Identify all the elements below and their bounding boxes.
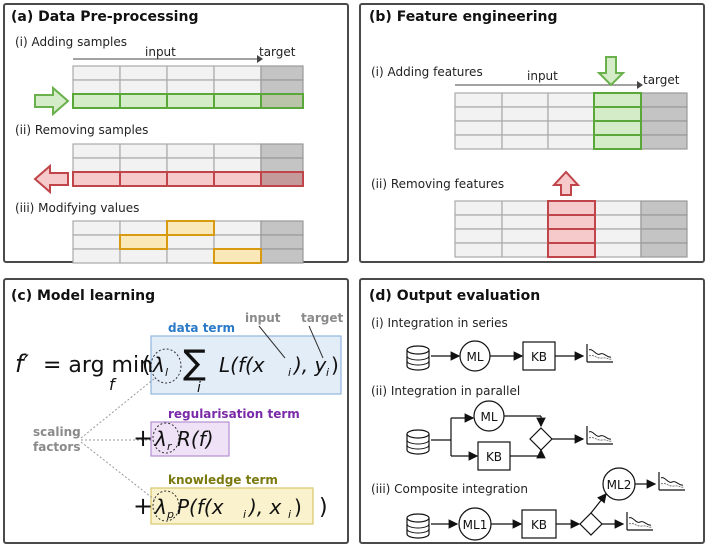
svg-text:= arg min: = arg min [43, 353, 153, 378]
svg-text:): ) [319, 495, 328, 520]
target-label: target [301, 311, 343, 325]
svg-text:L(f(x: L(f(x [219, 353, 265, 377]
panel-b-title: (b) Feature engineering [369, 9, 558, 25]
svg-text:ML: ML [466, 350, 483, 364]
formula: f′ = arg min f ( λ l ∑ i L(f(x i ), y i … [15, 343, 339, 521]
evaluation-plot-icon [626, 511, 654, 531]
add-feature-arrow [596, 56, 626, 87]
svg-text:i: i [288, 508, 291, 521]
panel-output-evaluation: (d) Output evaluation (i) Integration in… [359, 278, 705, 544]
svg-text:l: l [165, 366, 168, 379]
panel-d-graphics: ML KB ML KB ML1 KB ML2 [406, 340, 686, 541]
parallel-label: (ii) Integration in parallel [371, 384, 521, 398]
remove-arrow [33, 163, 69, 195]
svg-text:P(f(x: P(f(x [177, 495, 224, 519]
decision-node [529, 427, 553, 451]
remove-feature-arrow [551, 170, 581, 196]
panel-feature-engineering: (b) Feature engineering (i) Adding featu… [359, 3, 705, 263]
composite-label: (iii) Composite integration [371, 482, 528, 496]
svg-text:ML: ML [480, 410, 497, 424]
added-feature-column [593, 92, 642, 150]
data-term-label: data term [168, 321, 235, 335]
adding-features-label: (i) Adding features [371, 65, 483, 79]
panel-b-graphics [454, 56, 688, 258]
scaling-label: scaling [33, 425, 81, 439]
svg-text:λ: λ [152, 353, 165, 377]
database-icon [406, 345, 430, 371]
svg-text:+: + [133, 424, 153, 452]
decision-node [579, 512, 603, 536]
panel-c-title: (c) Model learning [11, 288, 156, 304]
panel-data-preprocessing: (a) Data Pre-processing (i) Adding sampl… [3, 3, 349, 264]
svg-text:KB: KB [531, 350, 547, 364]
svg-text:ML1: ML1 [463, 518, 488, 532]
input-label: input [145, 45, 176, 59]
added-row [72, 93, 304, 109]
data-term-box [150, 335, 342, 395]
evaluation-plot-icon [586, 343, 614, 363]
target-label: target [643, 73, 680, 87]
svg-text:R(f): R(f) [177, 427, 214, 451]
svg-text:i: i [288, 366, 291, 379]
svg-text:p: p [166, 508, 174, 521]
svg-text:i: i [197, 380, 201, 396]
panel-c-graphics: data term input target regularisation te… [15, 311, 343, 525]
modifying-values-label: (iii) Modifying values [15, 201, 140, 215]
svg-text:+: + [133, 492, 153, 520]
add-arrow [34, 85, 70, 117]
svg-text:), y: ), y [292, 353, 328, 377]
kb-node [521, 509, 557, 539]
factors-label: factors [33, 440, 80, 454]
regularisation-term-label: regularisation term [168, 407, 300, 421]
svg-text:KB: KB [486, 450, 502, 464]
series-label: (i) Integration in series [371, 316, 508, 330]
svg-text:r: r [167, 440, 173, 453]
svg-text:ML2: ML2 [607, 478, 632, 492]
removed-row [72, 171, 304, 187]
evaluation-plot-icon [658, 471, 686, 491]
svg-text:λ: λ [154, 495, 167, 519]
regularisation-term-box [150, 421, 230, 457]
kb-node [477, 441, 511, 471]
removing-samples-label: (ii) Removing samples [15, 123, 149, 137]
modified-cells [119, 220, 262, 264]
svg-text:i: i [326, 366, 329, 379]
evaluation-plot-icon [586, 425, 614, 445]
panel-a-title: (a) Data Pre-processing [11, 9, 199, 25]
removed-feature-column [547, 200, 596, 258]
panel-d-title: (d) Output evaluation [369, 288, 541, 304]
svg-text:): ) [331, 353, 339, 377]
panel-a-graphics [33, 55, 304, 264]
svg-text:), x: ), x [247, 495, 282, 519]
knowledge-term-label: knowledge term [168, 473, 278, 487]
target-label: target [259, 45, 296, 59]
database-icon [406, 429, 430, 455]
adding-samples-label: (i) Adding samples [15, 35, 127, 49]
svg-text:i: i [243, 508, 246, 521]
svg-text:f: f [109, 375, 117, 394]
knowledge-term-box [150, 487, 314, 525]
table-adding [72, 65, 304, 95]
svg-text:(: ( [142, 353, 151, 378]
svg-text:): ) [294, 495, 302, 519]
svg-text:λ: λ [154, 427, 167, 451]
database-icon [406, 513, 430, 539]
input-label: input [245, 311, 281, 325]
removing-features-label: (ii) Removing features [371, 177, 505, 191]
input-label: input [527, 69, 558, 83]
panel-model-learning: (c) Model learning data term input targe… [3, 278, 349, 544]
svg-text:∑: ∑ [183, 343, 206, 383]
svg-text:KB: KB [531, 518, 547, 532]
svg-text:f′: f′ [15, 350, 29, 378]
